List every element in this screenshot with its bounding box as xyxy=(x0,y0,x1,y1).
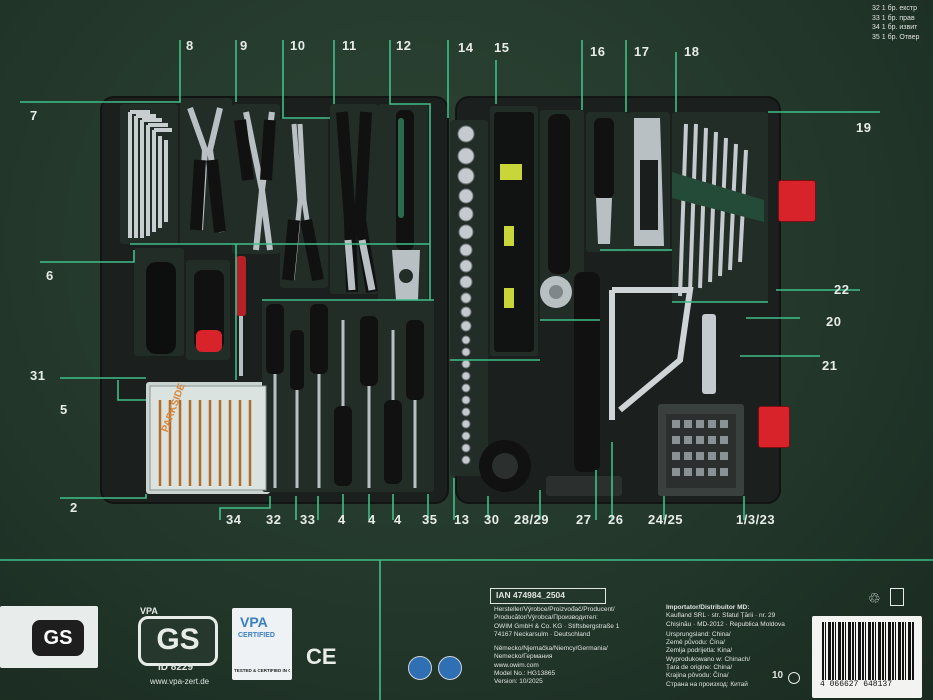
hacksaw xyxy=(609,287,694,420)
spirit-level xyxy=(494,112,534,352)
callout-21: 21 xyxy=(822,358,838,373)
recycle-code: 10 xyxy=(772,670,784,681)
socket-set xyxy=(457,125,475,465)
callout-9: 9 xyxy=(240,38,248,53)
ian-box xyxy=(490,588,606,604)
barcode-number: 4 066627 648137 xyxy=(820,680,893,689)
callout-17: 17 xyxy=(634,44,650,59)
callout-8: 8 xyxy=(186,38,194,53)
callout-31: 31 xyxy=(30,368,46,383)
top-right-legend: 32 1 бр. екстр 33 1 бр. прав 34 1 бр. из… xyxy=(872,5,920,41)
tape-measure xyxy=(479,440,531,492)
callout-19: 19 xyxy=(856,120,872,135)
callout-10: 10 xyxy=(290,38,306,53)
adjustable-wrench xyxy=(392,110,420,300)
case-latch-top xyxy=(778,180,816,222)
callout-12: 12 xyxy=(396,38,412,53)
callout-18: 18 xyxy=(684,44,700,59)
importer-block: Importator/Distribuitor MD: Kaufland SRL… xyxy=(666,604,785,688)
vpa-url: www.vpa-zert.de xyxy=(150,677,210,686)
hex-keys xyxy=(128,110,172,238)
clock-icon xyxy=(788,672,800,684)
bit-driver xyxy=(146,262,176,354)
gs-label-left: GS xyxy=(0,606,98,668)
drill-bits xyxy=(149,385,267,491)
hammer xyxy=(546,272,622,496)
callout-35: 35 xyxy=(422,512,438,527)
gs-emblem: GS xyxy=(138,616,218,666)
ian-number: IAN 474984_2504 xyxy=(496,590,566,600)
callout-lines xyxy=(20,40,880,520)
callout-33: 33 xyxy=(300,512,316,527)
spanner-holder xyxy=(672,172,764,222)
safety-icon-gloves xyxy=(438,656,462,680)
callout-7: 7 xyxy=(30,108,38,123)
callout-20: 20 xyxy=(826,314,842,329)
water-pump-pliers xyxy=(336,111,378,293)
callout-34: 34 xyxy=(226,512,242,527)
voltage-tester xyxy=(236,256,246,376)
callout-4-c: 4 xyxy=(394,512,402,527)
gs-mark: GS xyxy=(32,620,84,656)
callout-30: 30 xyxy=(484,512,500,527)
callout-27: 27 xyxy=(576,512,592,527)
callout-5: 5 xyxy=(60,402,68,417)
screwdrivers xyxy=(266,304,424,488)
ce-mark: CE xyxy=(306,644,337,669)
recycle-icon: ♲ xyxy=(868,590,881,606)
callout-16: 16 xyxy=(590,44,606,59)
barcode-label: 4 066627 648137 xyxy=(812,616,922,698)
waste-bin-icon xyxy=(890,588,904,606)
gs-id: ID 8229 xyxy=(158,662,194,673)
callout-28-29: 28/29 xyxy=(514,512,550,527)
callout-4-b: 4 xyxy=(368,512,376,527)
chisel xyxy=(594,118,614,244)
manufacturer-block: Hersteller/Výrobce/Proizvođač/Producent/… xyxy=(494,606,620,686)
barcode-bars xyxy=(822,622,914,680)
needle-nose-pliers xyxy=(282,123,324,282)
callout-2: 2 xyxy=(70,500,78,515)
bit-set xyxy=(666,414,736,488)
extension-bar xyxy=(702,314,716,394)
callout-14: 14 xyxy=(458,40,474,55)
folding-knife xyxy=(194,270,224,352)
vpa-certified-label: VPA CERTIFIED TESTED & CERTIFIED IN GERM… xyxy=(232,608,292,680)
callout-1-3-23: 1/3/23 xyxy=(736,512,776,527)
side-cutter xyxy=(187,106,226,233)
callout-22: 22 xyxy=(834,282,850,297)
safety-icon-glasses xyxy=(408,656,432,680)
callout-11: 11 xyxy=(342,38,357,53)
callout-6: 6 xyxy=(46,268,54,283)
combination-pliers xyxy=(234,111,276,251)
callout-4-a: 4 xyxy=(338,512,346,527)
tested-text: TESTED & CERTIFIED IN GERMANY xyxy=(234,668,290,673)
ratchet xyxy=(540,114,572,308)
vpa-mark: VPA xyxy=(240,614,268,630)
utility-knife xyxy=(634,118,664,246)
callout-15: 15 xyxy=(494,40,510,55)
callout-24-25: 24/25 xyxy=(648,512,684,527)
certified-mark: CERTIFIED xyxy=(238,632,275,639)
callout-32: 32 xyxy=(266,512,282,527)
vpa-gs-logo: VPA GS xyxy=(138,606,218,666)
callout-26: 26 xyxy=(608,512,624,527)
case-latch-bottom xyxy=(758,406,790,448)
callout-13: 13 xyxy=(454,512,470,527)
